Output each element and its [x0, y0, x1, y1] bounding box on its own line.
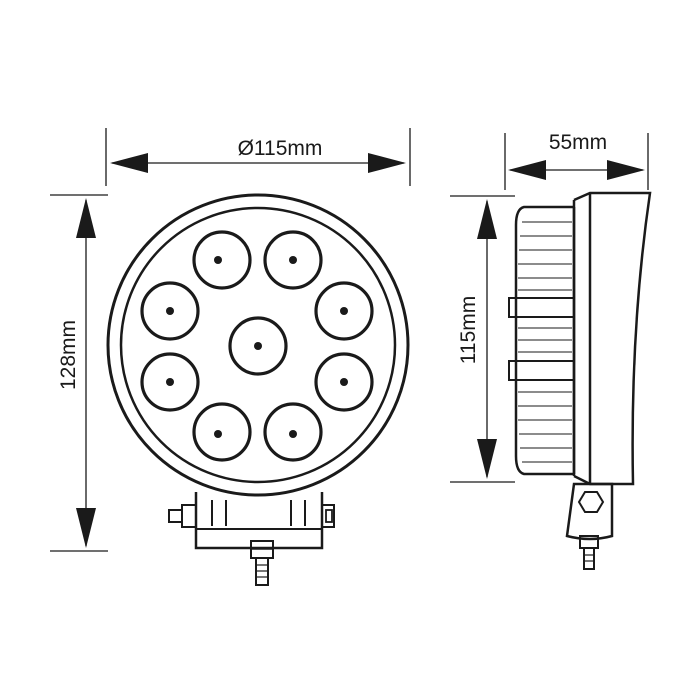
- side-depth-label: 55mm: [549, 131, 607, 154]
- heat-sink: [508, 205, 576, 476]
- led-array: [140, 230, 374, 462]
- led-reflector: [228, 316, 288, 376]
- mounting-bolt: [250, 540, 274, 586]
- led-reflector: [263, 230, 323, 290]
- front-height-dimension: 128mm: [50, 194, 108, 552]
- front-diameter-label: Ø115mm: [238, 137, 323, 160]
- led-reflector: [263, 402, 323, 462]
- side-height-label: 115mm: [457, 296, 480, 364]
- front-bezel: [572, 191, 652, 486]
- led-reflector: [192, 402, 252, 462]
- mounting-bracket: [168, 492, 335, 550]
- side-bracket: [565, 482, 614, 570]
- front-width-dimension: Ø115mm: [105, 128, 411, 186]
- side-height-dimension: 115mm: [450, 195, 515, 483]
- side-view: 55mm 115mm: [450, 131, 652, 570]
- front-view: Ø115mm 128mm: [50, 128, 411, 586]
- side-depth-dimension: 55mm: [504, 131, 649, 190]
- housing-inner-ring: [119, 206, 397, 484]
- led-reflector: [140, 352, 200, 412]
- front-height-label: 128mm: [57, 320, 80, 390]
- led-reflector: [314, 281, 374, 341]
- led-reflector: [314, 352, 374, 412]
- housing-outer-ring: [106, 193, 410, 497]
- led-reflector: [192, 230, 252, 290]
- led-reflector: [140, 281, 200, 341]
